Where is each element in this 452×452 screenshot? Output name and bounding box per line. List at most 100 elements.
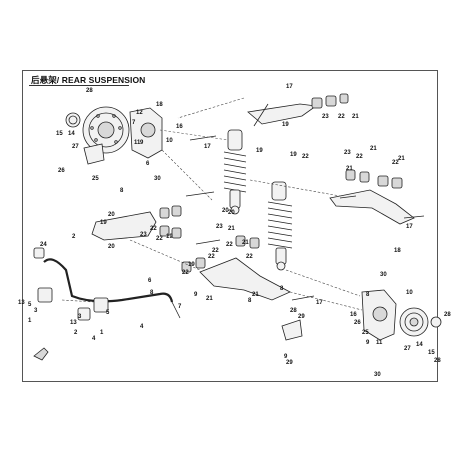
left-trailing-arm [91, 211, 157, 241]
part-callout-15: 15 [56, 131, 63, 137]
part-callout-24: 24 [40, 242, 47, 248]
part-callout-9: 9 [194, 292, 198, 298]
right-upper-a-arm [329, 189, 415, 225]
part-callout-17: 17 [406, 224, 413, 230]
part-callout-23: 23 [322, 114, 329, 120]
part-callout-7: 7 [178, 304, 182, 310]
part-callout-21: 21 [352, 114, 359, 120]
part-callout-6: 6 [146, 161, 150, 167]
part-callout-5: 5 [28, 302, 32, 308]
part-callout-28: 28 [444, 312, 451, 318]
part-callout-19: 19 [100, 220, 107, 226]
part-callout-15: 15 [428, 350, 435, 356]
part-callout-16: 16 [350, 312, 357, 318]
right-shock-absorber [267, 181, 293, 271]
part-callout-4: 4 [92, 336, 96, 342]
part-callout-29: 29 [298, 314, 305, 320]
part-callout-22: 22 [182, 270, 189, 276]
part-callout-22: 22 [392, 160, 399, 166]
part-callout-11: 11 [376, 340, 383, 346]
part-callout-22: 22 [302, 154, 309, 160]
lower-arm-bushings [181, 235, 260, 273]
part-callout-22: 22 [156, 236, 163, 242]
part-callout-13: 13 [70, 320, 77, 326]
part-callout-8: 8 [366, 292, 370, 298]
part-callout-10: 10 [166, 138, 173, 144]
part-callout-11: 11 [134, 140, 141, 146]
stabilizer-brackets [33, 247, 109, 321]
part-callout-22: 22 [226, 242, 233, 248]
part-callout-21: 21 [242, 240, 249, 246]
left-hub-bore [140, 122, 156, 138]
part-callout-20: 20 [222, 208, 229, 214]
part-callout-27: 27 [72, 144, 79, 150]
part-callout-22: 22 [246, 254, 253, 260]
part-callout-19: 19 [188, 262, 195, 268]
left-lower-bushings [159, 205, 182, 239]
part-callout-23: 23 [344, 150, 351, 156]
part-callout-22: 22 [212, 248, 219, 254]
part-callout-28: 28 [86, 88, 93, 94]
part-callout-30: 30 [154, 176, 161, 182]
left-shock-absorber [223, 129, 247, 215]
part-callout-17: 17 [204, 144, 211, 150]
part-callout-21: 21 [252, 292, 259, 298]
part-callout-25: 25 [362, 330, 369, 336]
part-callout-14: 14 [68, 131, 75, 137]
part-callout-23: 23 [216, 224, 223, 230]
part-callout-22: 22 [338, 114, 345, 120]
part-callout-19: 19 [282, 122, 289, 128]
part-callout-17: 17 [286, 84, 293, 90]
part-callout-21: 21 [370, 146, 377, 152]
part-callout-25: 25 [92, 176, 99, 182]
part-callout-26: 26 [354, 320, 361, 326]
part-callout-8: 8 [280, 286, 284, 292]
diagram-title: 后悬架/ REAR SUSPENSION [31, 75, 146, 85]
part-callout-22: 22 [150, 226, 157, 232]
upper-a-arm [247, 103, 318, 125]
part-callout-1: 1 [28, 318, 32, 324]
part-callout-8: 8 [120, 188, 124, 194]
part-callout-18: 18 [394, 248, 401, 254]
part-callout-1: 1 [100, 330, 104, 336]
front-direction-arrow [33, 347, 49, 361]
left-brake-caliper [83, 143, 105, 165]
part-callout-13: 13 [18, 300, 25, 306]
part-callout-9: 9 [284, 354, 288, 360]
part-callout-10: 10 [406, 290, 413, 296]
part-callout-30: 30 [374, 372, 381, 378]
part-callout-3: 3 [34, 308, 38, 314]
part-callout-8: 8 [150, 290, 154, 296]
part-callout-19: 19 [256, 148, 263, 154]
title-underline [29, 85, 129, 86]
part-callout-9: 9 [140, 140, 144, 146]
part-callout-9: 9 [366, 340, 370, 346]
part-callout-7: 7 [132, 120, 136, 126]
part-callout-18: 18 [156, 102, 163, 108]
part-callout-28: 28 [290, 308, 297, 314]
right-wheel-bearing [430, 316, 442, 328]
part-callout-4: 4 [140, 324, 144, 330]
upper-arm-bushings [311, 93, 349, 109]
part-callout-14: 14 [416, 342, 423, 348]
right-arm-bushings [345, 169, 403, 189]
part-callout-30: 30 [380, 272, 387, 278]
stabilizer-link [171, 301, 181, 319]
part-callout-26: 26 [58, 168, 65, 174]
part-callout-22: 22 [356, 154, 363, 160]
part-callout-20: 20 [228, 210, 235, 216]
part-callout-2: 2 [74, 330, 78, 336]
right-brake-disc [399, 307, 429, 337]
part-callout-22: 22 [208, 254, 215, 260]
part-callout-16: 16 [176, 124, 183, 130]
right-brake-caliper [281, 319, 303, 341]
part-callout-27: 27 [404, 346, 411, 352]
part-callout-29: 29 [286, 360, 293, 366]
part-callout-8: 8 [248, 298, 252, 304]
part-callout-23: 23 [140, 232, 147, 238]
part-callout-21: 21 [206, 296, 213, 302]
right-hub-bore [372, 306, 388, 322]
part-callout-19: 19 [166, 234, 173, 240]
